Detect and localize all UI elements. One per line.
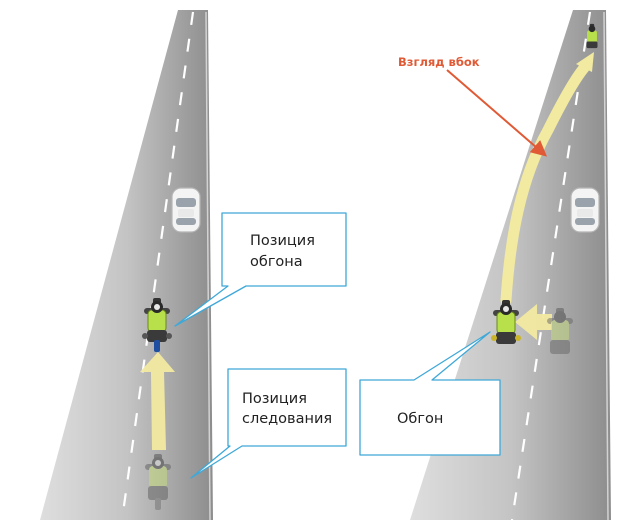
car-icon xyxy=(570,187,600,233)
motorcycle-icon xyxy=(491,300,521,344)
road-edge-marking xyxy=(603,11,609,521)
side-glance-label: Взгляд вбок xyxy=(398,55,480,69)
callout-overtake-position: Позиция обгона xyxy=(174,212,347,327)
motorcycle-icon xyxy=(145,454,171,510)
road-edge-marking xyxy=(205,11,211,521)
lane-change-arrow-icon xyxy=(515,304,552,340)
callout-label: Обгон xyxy=(397,411,443,427)
lane-marking xyxy=(120,11,195,521)
callout-line-2: следования xyxy=(242,411,332,427)
lane-marking xyxy=(510,11,592,521)
callout-overtaking: Обгон xyxy=(359,331,501,456)
callout-follow-position: Позиция следования xyxy=(190,368,347,479)
left-road xyxy=(40,10,213,521)
forward-arrow-icon xyxy=(140,352,175,450)
pointer-arrow-icon xyxy=(446,69,548,157)
callout-line-2: обгона xyxy=(250,254,303,270)
callout-line-1: Позиция xyxy=(250,233,315,249)
side-glance-annotation: Взгляд вбок xyxy=(398,55,548,157)
road-surface xyxy=(40,10,213,520)
motorcycle-icon xyxy=(547,308,573,354)
motorcycle-icon xyxy=(586,23,598,49)
motorcycle-icon xyxy=(142,298,172,352)
callout-line-1: Позиция xyxy=(242,391,307,407)
car-icon xyxy=(171,187,201,233)
